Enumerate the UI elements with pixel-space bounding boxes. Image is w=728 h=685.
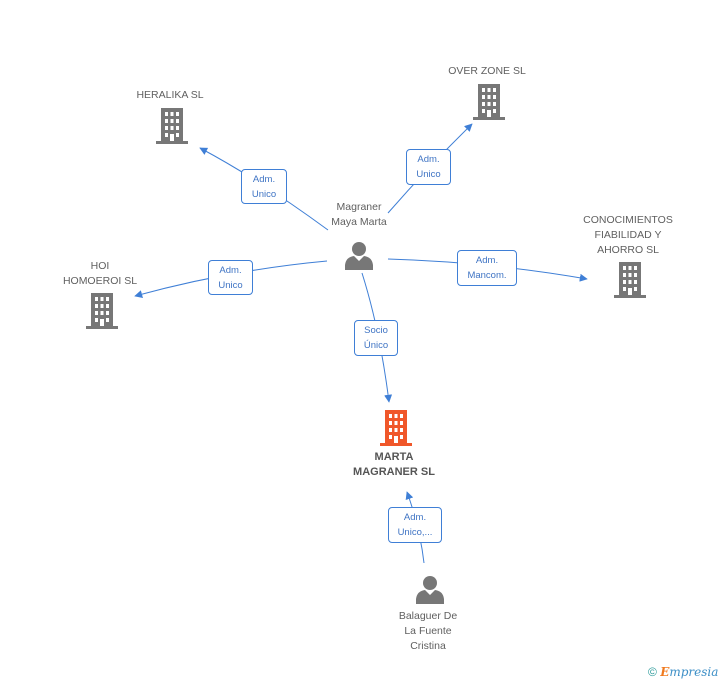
company-label-overzone[interactable]: OVER ZONE SL (448, 65, 526, 77)
edge-badge-conocimientos[interactable]: Adm. Mancom. (457, 250, 517, 286)
building-icon[interactable] (156, 108, 188, 144)
brand-logo-text: mpresia (669, 665, 719, 679)
person-label-balaguer[interactable]: Balaguer De La Fuente Cristina (398, 610, 458, 652)
building-icon[interactable] (473, 84, 505, 120)
brand-footer: © Empresia (648, 665, 718, 679)
person-icon[interactable] (415, 575, 445, 604)
company-label-conocimientos[interactable]: CONOCIMIENTOS FIABILIDAD Y AHORRO SL (583, 214, 673, 256)
company-label-heralika[interactable]: HERALIKA SL (136, 89, 204, 101)
edge-badge-heralika[interactable]: Adm. Unico (241, 169, 287, 204)
person-icon[interactable] (344, 241, 374, 270)
person-label-magraner[interactable]: Magraner Maya Marta (331, 201, 387, 228)
edge-badge-overzone[interactable]: Adm. Unico (406, 149, 451, 185)
edge-badge-balaguer[interactable]: Adm. Unico,... (388, 507, 442, 543)
company-label-hoi[interactable]: HOI HOMOEROI SL (62, 260, 138, 287)
building-icon[interactable] (86, 293, 118, 329)
focus-building-icon[interactable] (380, 410, 412, 446)
focus-company-label-marta[interactable]: MARTA MAGRANER SL (353, 451, 435, 478)
edge-badge-hoi[interactable]: Adm. Unico (208, 260, 253, 295)
brand-logo-initial: E (660, 665, 670, 679)
edge-badge-marta[interactable]: Socio Único (354, 320, 398, 356)
copyright-symbol: © (648, 665, 657, 679)
building-icon[interactable] (614, 262, 646, 298)
